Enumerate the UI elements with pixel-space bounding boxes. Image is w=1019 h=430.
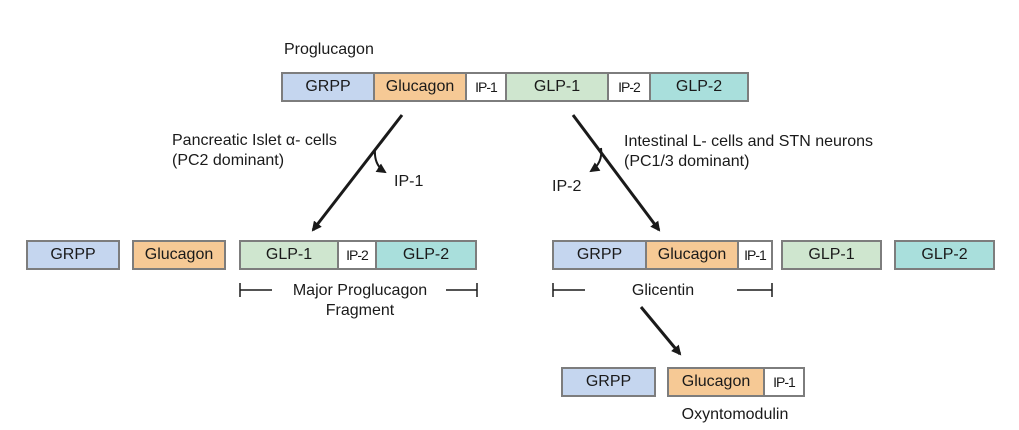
- intestinal-cells-label: Intestinal L- cells and STN neurons: [624, 133, 874, 150]
- oxyntomodulin-ip1-segment: IP-1: [763, 367, 805, 397]
- intestinal-released-ip2: IP-2: [552, 178, 582, 195]
- oxyntomodulin-glucagon-segment: Glucagon: [667, 367, 765, 397]
- glicentin-label: Glicentin: [631, 282, 695, 299]
- glicentin-to-oxyntomodulin-arrow: [639, 306, 682, 356]
- proglucagon-glp1-segment: GLP-1: [505, 72, 609, 102]
- glicentin-ip1-segment: IP-1: [737, 240, 773, 270]
- proglucagon-grpp-segment: GRPP: [281, 72, 375, 102]
- glicentin-grpp-segment: GRPP: [552, 240, 647, 270]
- oxyntomodulin-grpp-product: GRPP: [561, 367, 656, 397]
- mpgf-label-line1: Major Proglucagon: [292, 282, 428, 299]
- pancreatic-cells-label: Pancreatic Islet α- cells: [172, 132, 337, 149]
- pancreatic-glucagon-product: Glucagon: [132, 240, 226, 270]
- proglucagon-title: Proglucagon: [284, 41, 374, 58]
- glicentin-glucagon-segment: Glucagon: [645, 240, 739, 270]
- proglucagon-ip1-segment: IP-1: [465, 72, 507, 102]
- intestinal-glp1-product: GLP-1: [781, 240, 882, 270]
- oxyntomodulin-label: Oxyntomodulin: [681, 406, 789, 423]
- ip2-release-arrow: [589, 147, 603, 173]
- proglucagon-ip2-segment: IP-2: [607, 72, 651, 102]
- intestinal-glp2-product: GLP-2: [894, 240, 995, 270]
- pancreatic-released-ip1: IP-1: [394, 173, 424, 190]
- mpgf-label-line2: Fragment: [325, 302, 395, 319]
- proglucagon-glp2-segment: GLP-2: [649, 72, 749, 102]
- pancreatic-grpp-product: GRPP: [26, 240, 120, 270]
- mpgf-glp1-segment: GLP-1: [239, 240, 339, 270]
- pc13-dominant-label: (PC1/3 dominant): [624, 153, 750, 170]
- proglucagon-glucagon-segment: Glucagon: [373, 72, 467, 102]
- mpgf-glp2-segment: GLP-2: [375, 240, 477, 270]
- mpgf-ip2-segment: IP-2: [337, 240, 377, 270]
- pc2-dominant-label: (PC2 dominant): [172, 152, 285, 169]
- ip1-release-arrow: [373, 149, 387, 174]
